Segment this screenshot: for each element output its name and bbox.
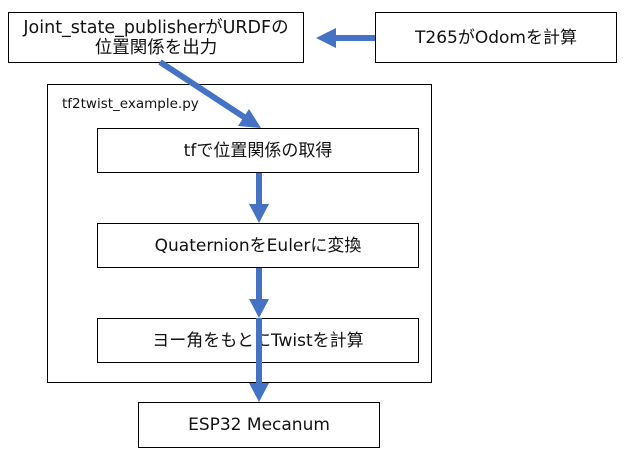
joint-state-publisher-line1: Joint_state_publisherがURDFの	[23, 17, 289, 38]
quat-to-euler-node: QuaternionをEulerに変換	[97, 223, 419, 268]
arrow-t265-to-joint	[316, 28, 375, 48]
esp32-node: ESP32 Mecanum	[138, 402, 380, 448]
twist-calc-node: ヨー角をもとにTwistを計算	[97, 318, 419, 363]
t265-label: T265がOdomを計算	[415, 27, 577, 48]
quat-to-euler-label: QuaternionをEulerに変換	[154, 235, 362, 256]
joint-state-publisher-text: Joint_state_publisherがURDFの 位置関係を出力	[23, 18, 288, 58]
tf2twist-example-label: tf2twist_example.py	[62, 96, 199, 112]
tf-lookup-node: tfで位置関係の取得	[97, 128, 419, 173]
t265-node: T265がOdomを計算	[375, 12, 617, 63]
esp32-label: ESP32 Mecanum	[188, 415, 330, 435]
joint-state-publisher-line2: 位置関係を出力	[94, 37, 218, 58]
joint-state-publisher-node: Joint_state_publisherがURDFの 位置関係を出力	[8, 12, 304, 63]
tf-lookup-label: tfで位置関係の取得	[183, 140, 333, 161]
twist-calc-label: ヨー角をもとにTwistを計算	[152, 330, 364, 351]
